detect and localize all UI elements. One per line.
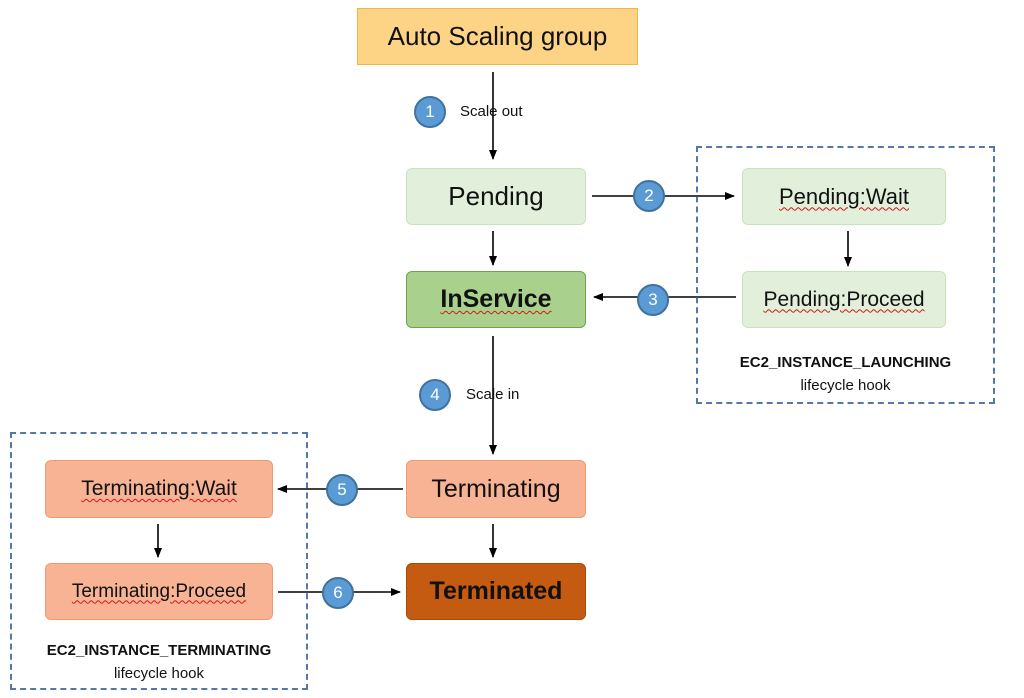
node-label: Terminated [429,577,563,605]
launching-hook-group [696,146,995,404]
edge-label-scale-in: Scale in [466,386,520,403]
terminating-hook-group [10,432,308,690]
step-badge-6: 6 [322,577,354,609]
step-badge-2: 2 [633,180,665,212]
step-badge-5: 5 [326,474,358,506]
node-auto-scaling-group: Auto Scaling group [357,8,638,65]
node-inservice: InService [406,271,586,328]
step-badge-3: 3 [637,284,669,316]
launching-hook-label: lifecycle hook [800,377,891,394]
node-label: Pending [448,181,544,211]
step-badge-1: 1 [414,96,446,128]
launching-hook-name: EC2_INSTANCE_LAUNCHING [739,354,952,371]
node-label: InService [440,285,552,313]
node-label: Auto Scaling group [387,21,608,51]
node-label: Terminating:Wait [81,477,237,500]
node-terminated: Terminated [406,563,586,620]
step-badge-4: 4 [419,379,451,411]
terminating-hook-name: EC2_INSTANCE_TERMINATING [46,642,272,659]
node-pending: Pending [406,168,586,225]
edge-label-scale-out: Scale out [460,103,523,120]
node-terminating-wait: Terminating:Wait [45,460,273,518]
node-label: Terminating [431,474,561,503]
node-pending-proceed: Pending:Proceed [742,271,946,328]
node-terminating-proceed: Terminating:Proceed [45,563,273,620]
node-label: Pending:Wait [778,183,910,209]
node-terminating: Terminating [406,460,586,518]
node-pending-wait: Pending:Wait [742,168,946,225]
terminating-hook-label: lifecycle hook [113,665,205,682]
node-label: Pending:Proceed [763,287,925,311]
node-label: Terminating:Proceed [71,580,247,602]
